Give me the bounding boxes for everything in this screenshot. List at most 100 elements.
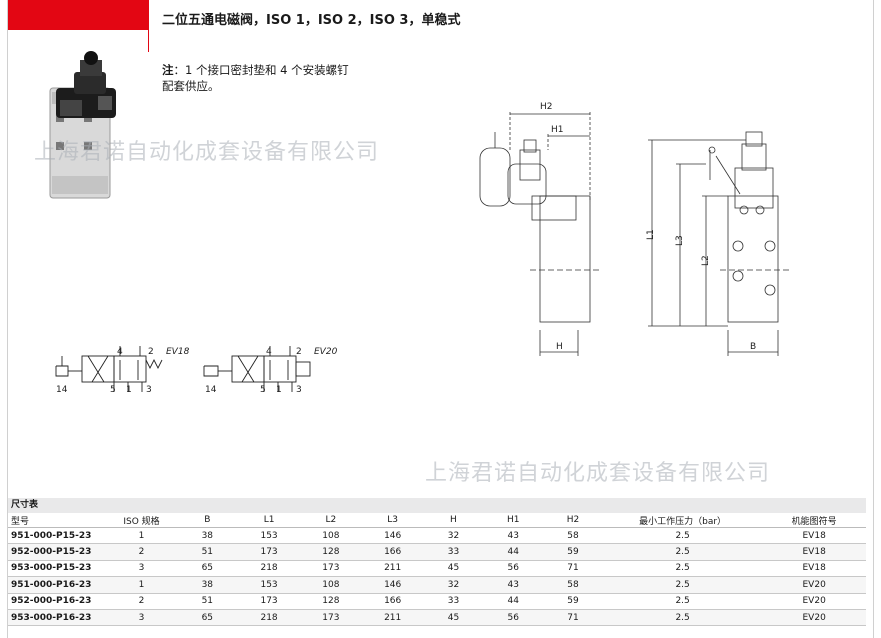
table-cell: 33: [423, 593, 484, 610]
table-cell: 952-000-P15-23: [8, 543, 107, 561]
ev20-port-14: 14: [205, 385, 217, 395]
ev20-code: EV20: [314, 347, 338, 357]
note-text: 注：1 个接口密封垫和 4 个安装螺钉 配套供应。: [162, 62, 349, 94]
table-cell: 2.5: [602, 560, 763, 578]
table-cell: 58: [543, 527, 603, 545]
table-cell: 32: [423, 576, 484, 594]
table-cell: 1: [106, 576, 177, 594]
ev20-port-2: 2: [296, 347, 302, 357]
table-cell: 2.5: [602, 609, 763, 627]
table-cell: 32: [423, 527, 484, 545]
table-cell: 65: [176, 560, 239, 578]
table-cell: 44: [483, 543, 544, 561]
table-cell: EV20: [762, 576, 866, 594]
table-cell: 2: [106, 593, 177, 610]
col-b: B: [176, 513, 239, 528]
table-cell: 173: [299, 609, 362, 627]
brand-red-bar: [8, 0, 148, 30]
table-cell: 153: [238, 527, 300, 545]
table-cell: 56: [483, 560, 544, 578]
table-cell: 43: [483, 527, 544, 545]
dim-l3-label: L3: [675, 235, 685, 246]
table-cell: 211: [361, 560, 424, 578]
table-cell: 153: [238, 576, 300, 594]
note-label: 注: [162, 63, 174, 77]
table-cell: 173: [238, 593, 300, 610]
table-cell: 146: [361, 576, 424, 594]
ev18-code: EV18: [166, 347, 190, 357]
watermark-top: 上海君诺自动化成套设备有限公司: [34, 140, 380, 165]
watermark-middle: 上海君诺自动化成套设备有限公司: [425, 461, 771, 486]
dim-h2-label: H2: [540, 102, 553, 112]
table-cell: 51: [176, 543, 239, 561]
dim-h1-label: H1: [551, 125, 564, 135]
table-cell: 71: [543, 560, 603, 578]
table-cell: 173: [299, 560, 362, 578]
col-l2: L2: [299, 513, 362, 528]
table-cell: 108: [299, 527, 362, 545]
table-cell: 173: [238, 543, 300, 561]
table-cell: 3: [106, 560, 177, 578]
table-cell: 43: [483, 576, 544, 594]
table-cell: 1: [106, 527, 177, 545]
dim-b-label: B: [750, 342, 756, 352]
table-cell: 51: [176, 593, 239, 610]
table-cell: 56: [483, 609, 544, 627]
ev18-port-1: 1: [126, 385, 132, 395]
table-cell: EV18: [762, 543, 866, 561]
page-title: 二位五通电磁阀，ISO 1，ISO 2，ISO 3，单稳式: [162, 13, 461, 28]
table-cell: 128: [299, 543, 362, 561]
table-cell: 65: [176, 609, 239, 627]
brand-red-line: [148, 0, 149, 52]
col-min-pressure: 最小工作压力（bar）: [602, 513, 763, 528]
ev20-port-4: 4: [266, 347, 272, 357]
table-cell: 33: [423, 543, 484, 561]
table-cell: 951-000-P16-23: [8, 576, 107, 594]
ev20-port-3: 3: [296, 385, 302, 395]
col-l1: L1: [238, 513, 300, 528]
col-model: 型号: [8, 513, 107, 528]
ev18-port-3: 3: [146, 385, 152, 395]
table-cell: EV20: [762, 593, 866, 610]
page-border-right: [873, 0, 874, 638]
ev20-port-1: 1: [276, 385, 282, 395]
table-cell: 211: [361, 609, 424, 627]
dim-l1-label: L1: [646, 229, 656, 240]
dim-h-label: H: [556, 342, 563, 352]
ev18-port-5: 5: [110, 385, 116, 395]
table-cell: 71: [543, 609, 603, 627]
table-cell: 218: [238, 609, 300, 627]
table-cell: EV18: [762, 527, 866, 545]
table-cell: 2.5: [602, 543, 763, 561]
col-l3: L3: [361, 513, 424, 528]
table-cell: 146: [361, 527, 424, 545]
table-cell: 2.5: [602, 576, 763, 594]
table-cell: 38: [176, 576, 239, 594]
ev18-port-4: 4: [117, 347, 123, 357]
col-iso: ISO 规格: [106, 513, 177, 528]
col-symbol: 机能图符号: [762, 513, 866, 528]
table-cell: 108: [299, 576, 362, 594]
table-cell: 38: [176, 527, 239, 545]
ev18-port-2: 2: [148, 347, 154, 357]
page-border-left: [7, 0, 8, 638]
table-cell: 2: [106, 543, 177, 561]
table-cell: 44: [483, 593, 544, 610]
note-line2: 配套供应。: [162, 79, 220, 93]
ev20-port-5: 5: [260, 385, 266, 395]
table-cell: EV18: [762, 560, 866, 578]
col-h2: H2: [543, 513, 603, 528]
col-h1: H1: [483, 513, 544, 528]
table-cell: 953-000-P15-23: [8, 560, 107, 578]
table-header-row: 型号 ISO 规格 B L1 L2 L3 H H1 H2 最小工作压力（bar）…: [8, 513, 866, 528]
table-cell: 45: [423, 560, 484, 578]
table-cell: 951-000-P15-23: [8, 527, 107, 545]
table-cell: 166: [361, 543, 424, 561]
